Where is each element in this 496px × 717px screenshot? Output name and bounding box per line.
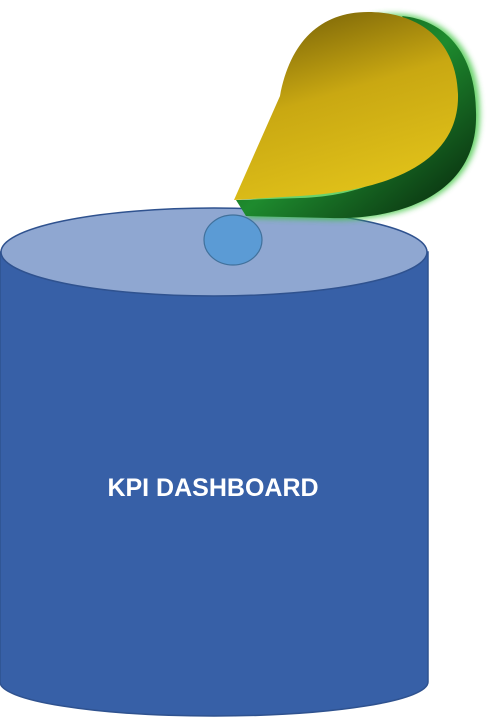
drop-side xyxy=(236,16,477,219)
cylinder-label: KPI DASHBOARD xyxy=(107,474,318,502)
drop-face xyxy=(234,12,459,200)
droplet xyxy=(203,214,263,266)
drop-shape xyxy=(234,12,481,221)
cylinder: KPI DASHBOARD xyxy=(0,207,429,717)
cylinder-body xyxy=(0,251,429,717)
